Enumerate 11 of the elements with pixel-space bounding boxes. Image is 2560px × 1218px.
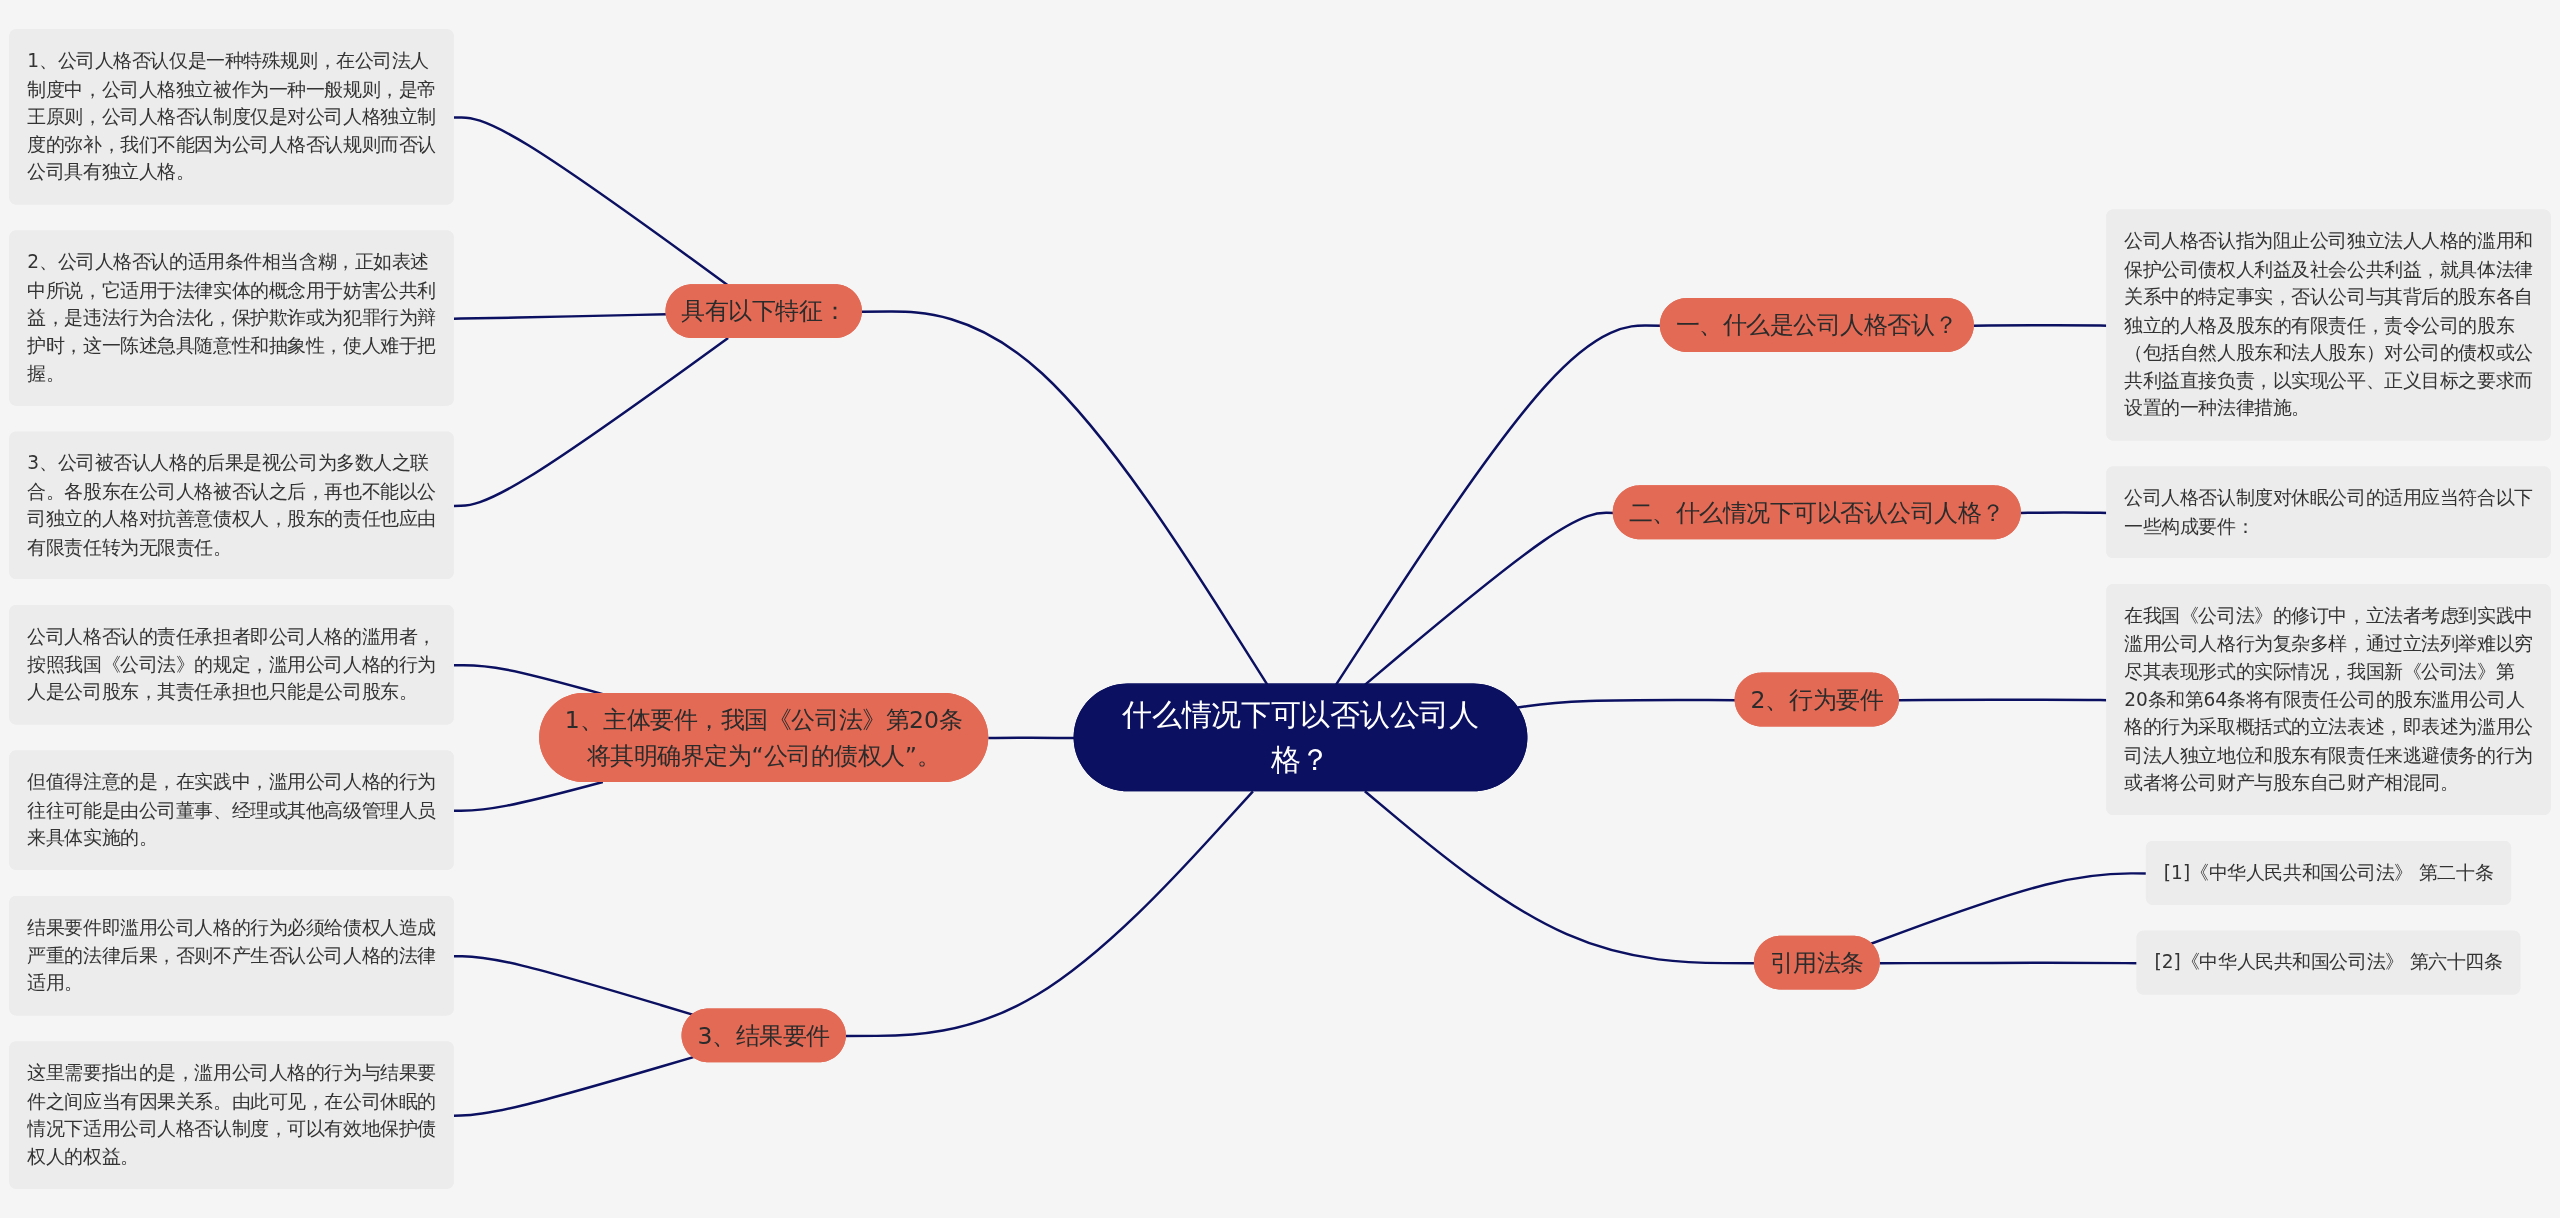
connector <box>861 310 1269 686</box>
connector <box>453 337 729 508</box>
connector <box>453 780 604 813</box>
connector <box>1879 961 2138 965</box>
connector <box>453 954 694 1016</box>
connector <box>845 790 1254 1038</box>
connector <box>453 1055 694 1117</box>
connector <box>988 736 1075 740</box>
connector <box>1517 698 1736 709</box>
connector <box>1364 511 1614 686</box>
connector <box>453 313 667 320</box>
